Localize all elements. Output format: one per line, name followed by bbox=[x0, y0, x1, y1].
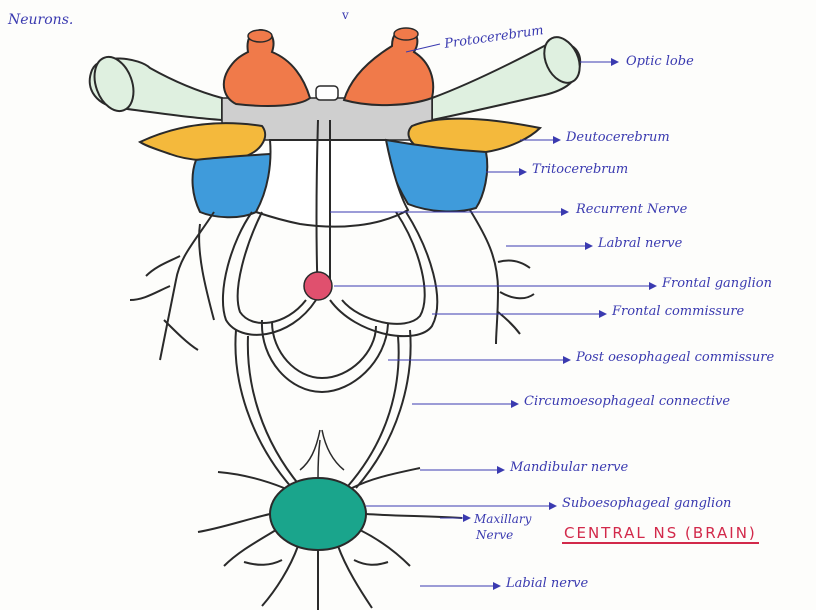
frontal-ganglion bbox=[304, 272, 332, 300]
central-ns-stamp: CENTRAL NS (BRAIN) bbox=[562, 524, 759, 544]
midline-tube bbox=[316, 86, 338, 100]
label-frontal-commissure: Frontal commissure bbox=[612, 304, 744, 319]
label-maxillary-nerve-line2: Nerve bbox=[476, 528, 513, 542]
label-recurrent-nerve: Recurrent Nerve bbox=[576, 202, 687, 217]
label-mandibular-nerve: Mandibular nerve bbox=[510, 460, 628, 475]
suboesophageal-ganglion bbox=[270, 478, 366, 550]
label-post-oesophageal-commissure: Post oesophageal commissure bbox=[576, 350, 774, 365]
label-deutocerebrum: Deutocerebrum bbox=[566, 130, 670, 145]
labial-nerve bbox=[244, 546, 388, 610]
label-frontal-ganglion: Frontal ganglion bbox=[662, 276, 772, 291]
protocerebrum-right bbox=[344, 30, 433, 105]
circumoesophageal-connective bbox=[235, 330, 410, 488]
labral-nerve-left bbox=[130, 212, 214, 360]
protocerebrum-right-top bbox=[394, 28, 418, 40]
label-circumoesophageal-connective: Circumoesophageal connective bbox=[524, 394, 730, 409]
label-tritocerebrum: Tritocerebrum bbox=[532, 162, 628, 177]
protocerebrum-left-top bbox=[248, 30, 272, 42]
label-labial-nerve: Labial nerve bbox=[506, 576, 588, 591]
labral-nerve-right bbox=[470, 210, 534, 344]
label-suboesophageal-ganglion: Suboesophageal ganglion bbox=[562, 496, 731, 511]
midline-branch bbox=[300, 430, 344, 478]
brain-central-mass bbox=[256, 140, 408, 227]
label-maxillary-nerve-line1: Maxillary bbox=[474, 512, 531, 526]
label-optic-lobe: Optic lobe bbox=[626, 54, 694, 69]
label-labral-nerve: Labral nerve bbox=[598, 236, 682, 251]
